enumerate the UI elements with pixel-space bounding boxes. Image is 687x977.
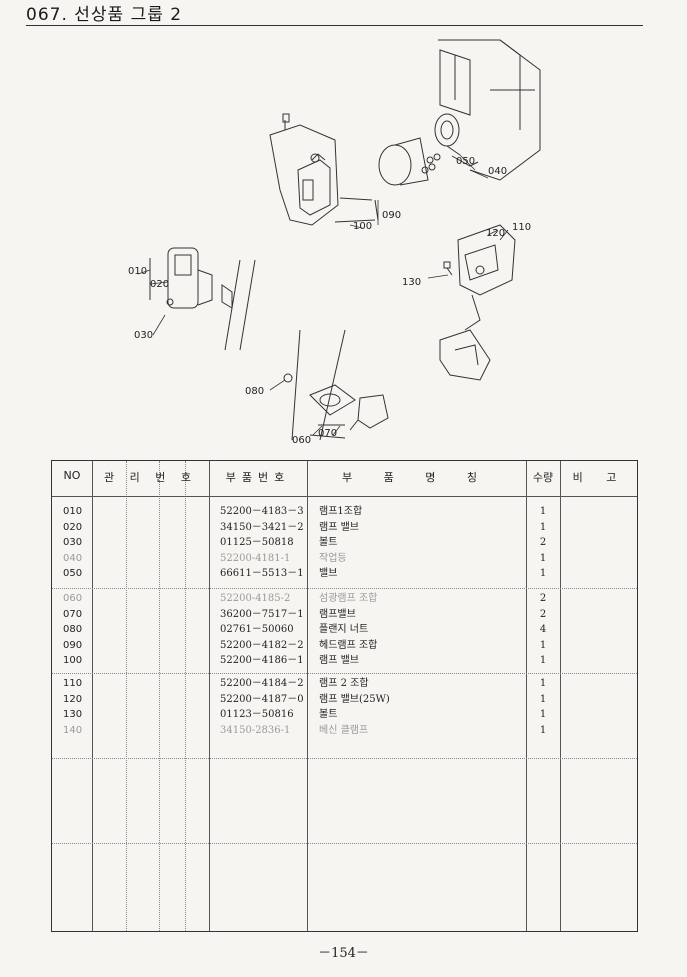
table-cell-name: 램프 밸브 — [319, 655, 359, 666]
table-cell-no: 080 — [63, 624, 83, 635]
table-cell-qty: 1 — [539, 709, 547, 720]
table-cell-no: 060 — [63, 593, 83, 604]
table-cell-no: 100 — [63, 655, 83, 666]
table-cell-name: 볼트 — [319, 709, 338, 720]
table-cell-name: 램프 2 조합 — [319, 678, 369, 689]
callout-040: 040 — [488, 166, 507, 177]
row-divider — [52, 673, 637, 674]
table-cell-qty: 2 — [539, 537, 547, 548]
callout-030: 030 — [134, 330, 153, 341]
callout-070: 070 — [318, 428, 337, 439]
table-cell-qty: 1 — [539, 639, 547, 651]
table-cell-name: 헤드램프 조합 — [319, 639, 378, 651]
table-cell-no: 010 — [63, 506, 83, 517]
callout-060: 060 — [292, 435, 311, 446]
table-cell-name: 램프 밸브(25W) — [319, 693, 390, 705]
table-cell-no: 020 — [63, 521, 83, 533]
table-cell-name: 플랜지 너트 — [319, 624, 369, 635]
table-cell-part-no: 34150-2836-1 — [220, 724, 291, 736]
parts-table: NO 관 리 번 호 부품번호 부 품 명 칭 수량 비 고 010 52200－… — [51, 460, 638, 932]
table-cell-name: 밸브 — [319, 568, 338, 579]
table-cell-qty: 2 — [539, 593, 547, 604]
col-divider — [92, 461, 93, 931]
header-no: NO — [63, 469, 81, 482]
table-cell-qty: 4 — [539, 624, 547, 635]
table-cell-no: 070 — [63, 608, 83, 620]
table-cell-qty: 1 — [539, 521, 547, 533]
table-cell-part-no: 01123－50816 — [220, 709, 294, 720]
table-cell-part-no: 52200－4187－0 — [220, 693, 304, 705]
table-cell-no: 110 — [63, 678, 83, 689]
table-cell-no: 090 — [63, 639, 83, 651]
callout-110: 110 — [512, 222, 531, 233]
col-divider — [185, 461, 186, 931]
callout-100: 100 — [353, 221, 372, 232]
table-cell-qty: 1 — [539, 655, 547, 666]
row-divider — [52, 758, 637, 759]
table-cell-part-no: 52200－4184－2 — [220, 678, 304, 689]
callout-050: 050 — [456, 156, 475, 167]
table-cell-no: 120 — [63, 693, 83, 705]
table-cell-name: 램프밸브 — [319, 608, 356, 620]
col-divider — [307, 461, 308, 931]
table-cell-part-no: 02761－50060 — [220, 624, 294, 635]
table-cell-qty: 1 — [539, 724, 547, 736]
table-cell-part-no: 52200-4185-2 — [220, 593, 291, 604]
table-cell-name: 섬광램프 조합 — [319, 593, 378, 604]
col-divider — [209, 461, 210, 931]
callout-020: 020 — [150, 279, 169, 290]
table-cell-qty: 1 — [539, 693, 547, 705]
table-cell-part-no: 52200-4181-1 — [220, 552, 291, 564]
table-cell-qty: 1 — [539, 506, 547, 517]
table-cell-part-no: 52200－4182－2 — [220, 639, 304, 651]
col-divider — [126, 461, 127, 931]
row-divider — [52, 588, 637, 589]
table-cell-qty: 1 — [539, 568, 547, 579]
table-cell-no: 050 — [63, 568, 83, 579]
title-divider — [26, 25, 643, 26]
table-cell-part-no: 66611－5513－1 — [220, 568, 304, 579]
table-cell-qty: 1 — [539, 552, 547, 564]
header-part-number: 부품번호 — [225, 471, 291, 484]
table-cell-name: 베신 클램프 — [319, 724, 369, 736]
exploded-parts-diagram: 050 040 090 100 120 110 130 010 020 030 … — [128, 39, 541, 446]
col-divider — [526, 461, 527, 931]
table-cell-qty: 2 — [539, 608, 547, 620]
page-number: －154－ — [318, 946, 369, 961]
table-cell-name: 램프1조합 — [319, 506, 363, 517]
table-cell-no: 030 — [63, 537, 83, 548]
table-cell-no: 040 — [63, 552, 83, 564]
callout-090: 090 — [382, 210, 401, 221]
callout-130: 130 — [402, 277, 421, 288]
col-divider — [159, 461, 160, 931]
header-mgmt-number: 관 리 번 호 — [104, 471, 197, 484]
table-cell-name: 램프 밸브 — [319, 521, 359, 533]
callout-120: 120 — [486, 228, 505, 239]
table-cell-name: 작업등 — [319, 552, 347, 564]
table-cell-part-no: 34150－3421－2 — [220, 521, 304, 533]
callout-010: 010 — [128, 266, 147, 277]
col-divider — [560, 461, 561, 931]
header-divider — [52, 496, 637, 497]
table-cell-part-no: 36200－7517－1 — [220, 608, 304, 620]
table-cell-part-no: 52200－4183－3 — [220, 506, 304, 517]
header-quantity: 수량 — [532, 471, 554, 484]
table-cell-no: 140 — [63, 724, 83, 736]
table-cell-part-no: 01125－50818 — [220, 537, 294, 548]
header-part-name: 부 품 명 칭 — [342, 471, 491, 484]
table-cell-part-no: 52200－4186－1 — [220, 655, 304, 666]
table-cell-no: 130 — [63, 709, 83, 720]
callout-080: 080 — [245, 386, 264, 397]
table-cell-qty: 1 — [539, 678, 547, 689]
row-divider — [52, 843, 637, 844]
table-cell-name: 볼트 — [319, 537, 338, 548]
header-remarks: 비 고 — [572, 471, 627, 484]
page-title: 067. 선상품 그룹 2 — [26, 5, 183, 25]
